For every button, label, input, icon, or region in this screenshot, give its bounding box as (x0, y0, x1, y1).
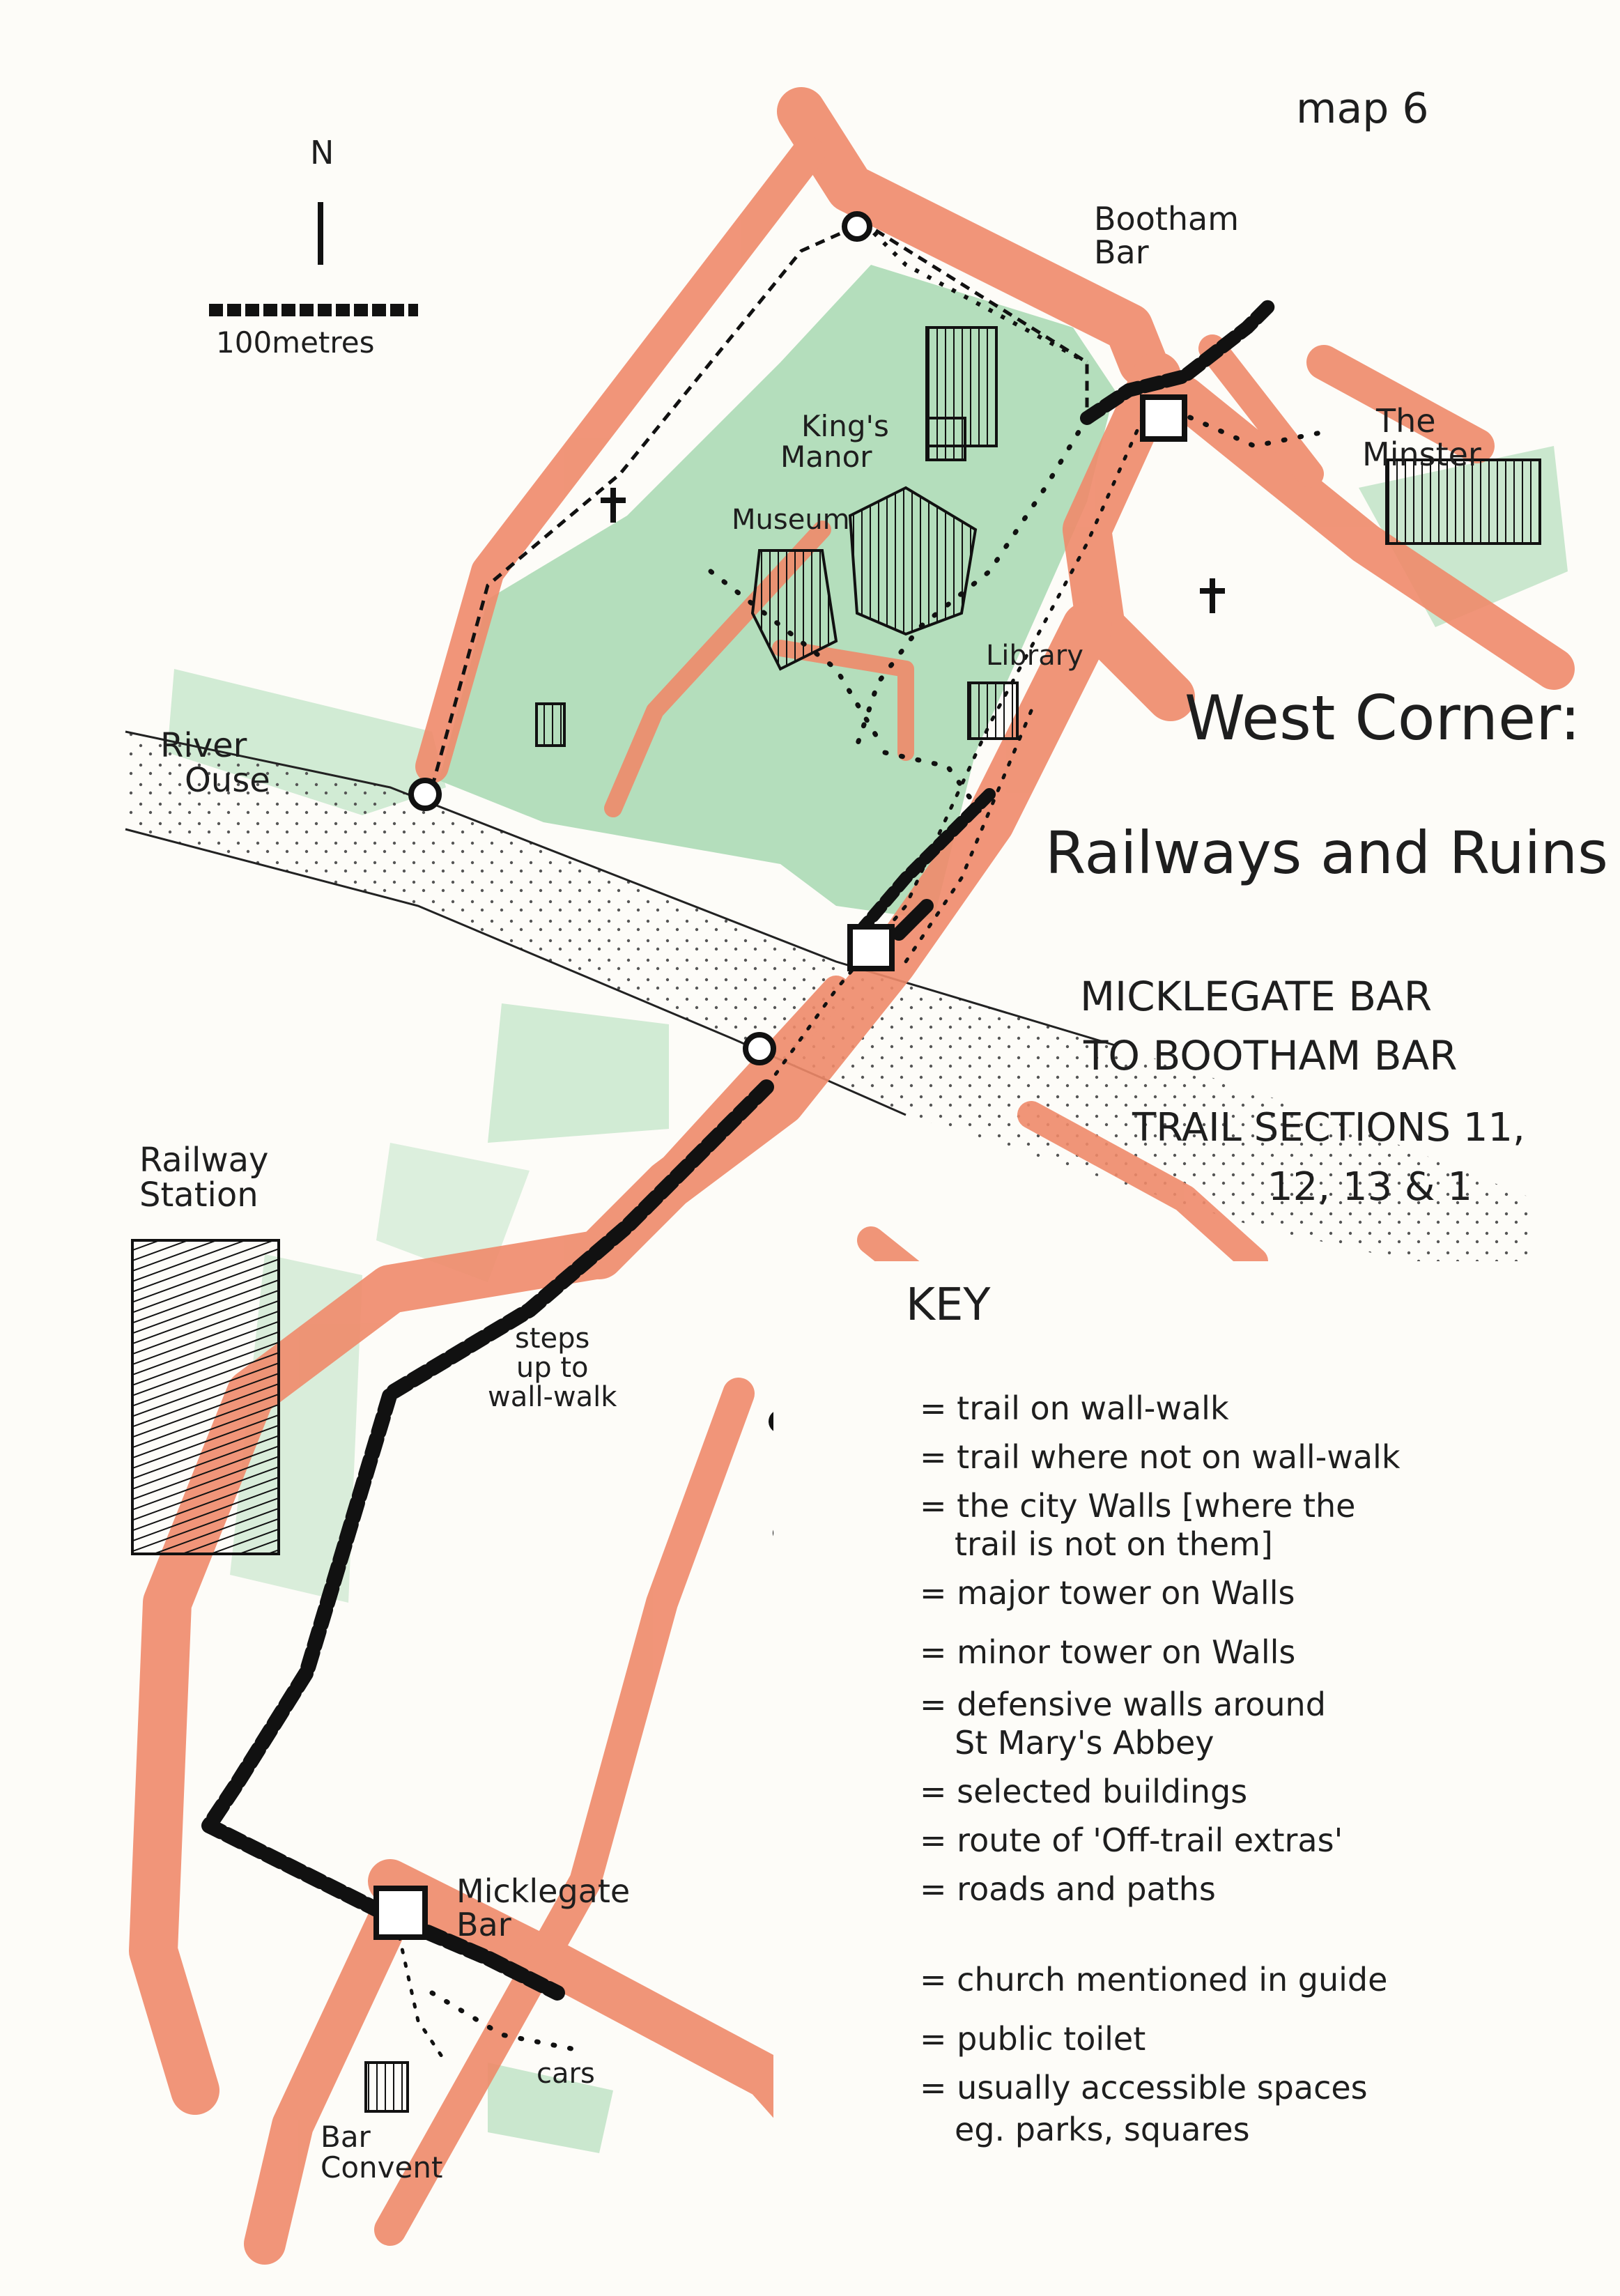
label-bootham-bar-line1: Bootham (1094, 200, 1240, 238)
label-museum: Museum (732, 504, 850, 536)
key-item-off-trail: = route of 'Off-trail extras' (920, 1821, 1343, 1859)
label-railway-line2: Station (139, 1176, 259, 1215)
label-steps: steps up to wall-walk (488, 1324, 617, 1412)
key-item-spaces-cont: eg. parks, squares (955, 2111, 1250, 2148)
label-river-line1: River (160, 726, 247, 765)
key-item-roads: = roads and paths (920, 1870, 1216, 1908)
label-bar-convent-line1: Bar (321, 2120, 371, 2154)
label-bar-convent: Bar Convent (321, 2120, 443, 2185)
subtitle-line2: TO BOOTHAM BAR (1083, 1032, 1458, 1079)
label-steps-line1: steps (515, 1323, 590, 1355)
label-minster: The Minster (1362, 404, 1481, 472)
label-bootham-bar-line2: Bar (1094, 233, 1149, 272)
label-steps-line3: wall-walk (488, 1381, 617, 1413)
key-item-wall-walk: = trail on wall-walk (920, 1389, 1229, 1427)
map-title-line2: Railways and Ruins (1045, 819, 1608, 887)
label-micklegate-bar: Micklegate Bar (456, 1874, 630, 1942)
selected-buildings (364, 326, 1541, 2113)
key-box (773, 1261, 1589, 2237)
key-item-city-walls-cont: trail is not on them] (955, 1525, 1273, 1563)
north-label: N (310, 134, 334, 171)
map-number: map 6 (1296, 84, 1429, 133)
key-item-buildings: = selected buildings (920, 1773, 1248, 1810)
label-minster-line1: The (1376, 402, 1436, 440)
subtitle-line1: MICKLEGATE BAR (1080, 973, 1433, 1020)
key-item-major-tower: = major tower on Walls (920, 1574, 1295, 1612)
label-minster-line2: Minster (1362, 436, 1481, 474)
key-item-church: = church mentioned in guide (920, 1961, 1388, 1998)
river-bank-north (125, 730, 1116, 1047)
key-item-city-walls: = the city Walls [where the (920, 1487, 1356, 1525)
key-heading: KEY (906, 1279, 991, 1331)
label-kings-manor-line2: Manor (780, 440, 872, 475)
scale-label: 100metres (216, 325, 375, 360)
label-kings-manor: King's Manor (780, 409, 889, 475)
subtitle-line4: 12, 13 & 1 (1268, 1164, 1473, 1210)
railway-station-building (131, 1239, 280, 1555)
map-title-line1: West Corner: (1185, 682, 1581, 754)
key-item-spaces: = usually accessible spaces (920, 2069, 1368, 2106)
church-icons (601, 488, 1225, 613)
label-railway-station: Railway Station (139, 1143, 268, 1213)
off-trail-route (429, 387, 1327, 2051)
subtitle-line3: TRAIL SECTIONS 11, (1132, 1105, 1525, 1150)
label-steps-line2: up to (516, 1352, 589, 1384)
label-railway-line1: Railway (139, 1141, 269, 1180)
key-item-minor-tower: = minor tower on Walls (920, 1633, 1296, 1671)
label-cars: cars (537, 2058, 595, 2090)
label-bootham-bar: Bootham Bar (1094, 202, 1239, 270)
label-kings-manor-line1: King's (801, 409, 889, 443)
label-micklegate-line1: Micklegate (456, 1872, 631, 1910)
abbey-walls (430, 221, 1089, 788)
key-item-abbey-walls: = defensive walls around (920, 1686, 1326, 1723)
label-micklegate-line2: Bar (456, 1906, 511, 1944)
label-river-ouse: River Ouse (160, 728, 270, 799)
key-item-off-wall: = trail where not on wall-walk (920, 1438, 1401, 1476)
label-library: Library (986, 640, 1083, 672)
label-river-line2: Ouse (185, 761, 270, 801)
key-item-toilet: = public toilet (920, 2020, 1146, 2058)
label-bar-convent-line2: Convent (321, 2150, 443, 2185)
key-item-abbey-walls-cont: St Mary's Abbey (955, 1724, 1214, 1762)
major-towers (373, 211, 1187, 1940)
